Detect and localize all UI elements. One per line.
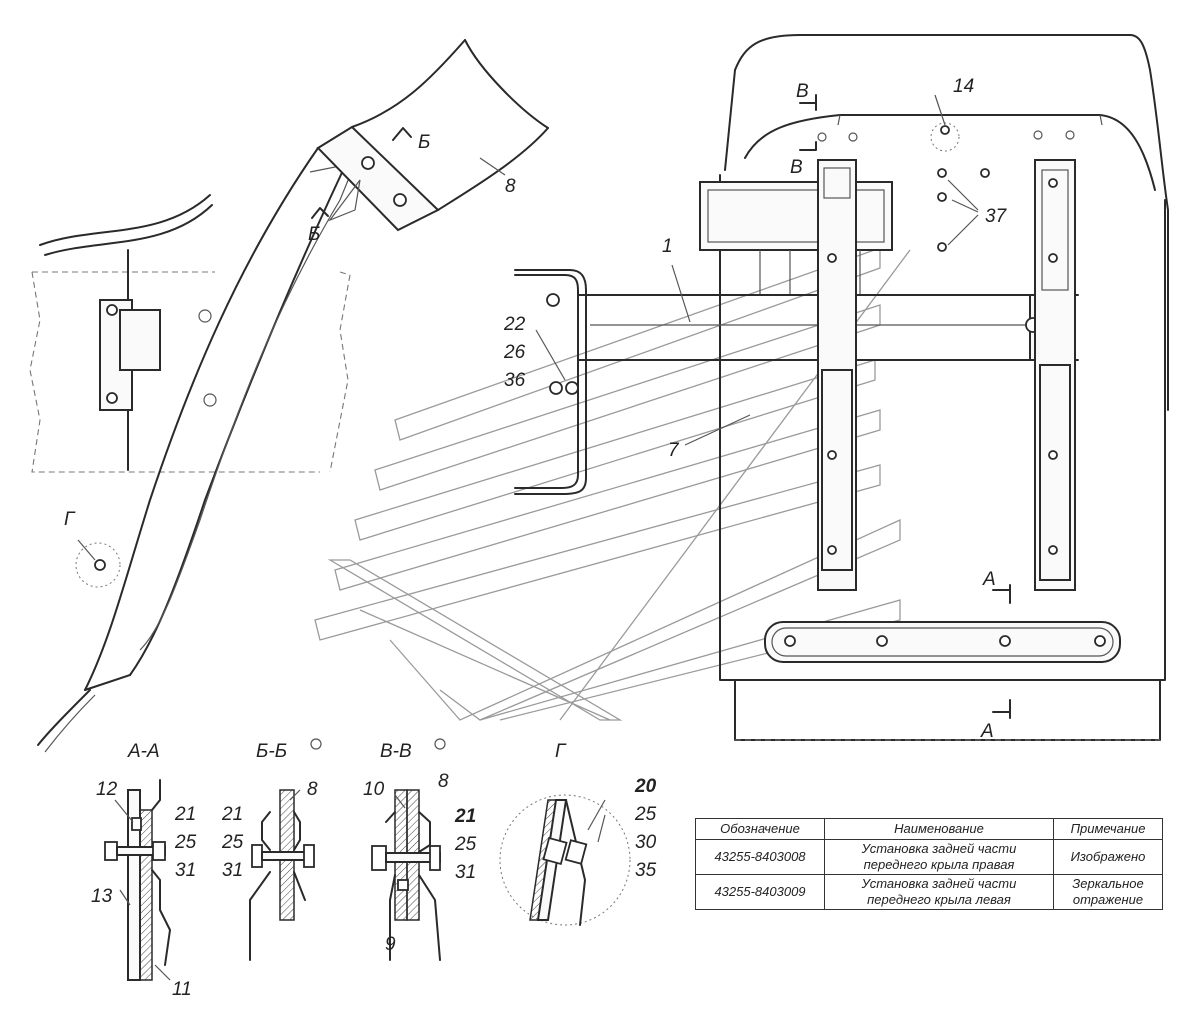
section-a-a [104, 779, 171, 981]
detail-bb-label: 31 [222, 860, 243, 881]
detail-g-label: 30 [635, 832, 657, 853]
detail-aa-label: 25 [174, 832, 197, 853]
callout-1: 1 [662, 236, 673, 257]
table-header-row: Обозначение Наименование Примечание [695, 818, 1163, 840]
view-g-mark: Г [64, 509, 76, 530]
section-a-bottom: А [980, 721, 994, 742]
table-row: 43255-8403009 Установка задней части пер… [695, 874, 1163, 910]
section-b-mid: Б [308, 224, 320, 245]
callout-26: 26 [503, 342, 526, 363]
detail-aa-title: А-А [127, 741, 160, 762]
callout-labels: 8 Б Б Г 1 7 14 37 22 26 36 В В А А А-А 1… [64, 76, 1008, 1000]
detail-aa-label: 12 [96, 779, 118, 800]
detail-aa-label: 31 [175, 860, 196, 881]
section-v-bottom: В [790, 157, 803, 178]
detail-bb-label: 8 [307, 779, 318, 800]
detail-aa-label: 13 [91, 886, 113, 907]
cell-name: Установка задней части переднего крыла л… [824, 874, 1054, 910]
callout-14: 14 [953, 76, 974, 97]
detail-g-title: Г [555, 741, 567, 762]
right-view [479, 34, 1169, 741]
left-view [29, 39, 549, 753]
detail-bb-title: Б-Б [256, 741, 287, 762]
detail-aa-label: 21 [174, 804, 196, 825]
callout-22: 22 [503, 314, 526, 335]
callout-37: 37 [985, 206, 1008, 227]
view-g [499, 794, 631, 926]
callout-7: 7 [668, 440, 680, 461]
detail-vv-title: В-В [380, 741, 412, 762]
callout-8: 8 [505, 176, 516, 197]
cell-code: 43255-8403009 [695, 874, 825, 910]
detail-aa-label: 11 [172, 979, 192, 1000]
section-b-top: Б [418, 132, 430, 153]
specification-table: Обозначение Наименование Примечание 4325… [695, 818, 1163, 910]
column-header-note: Примечание [1053, 818, 1163, 840]
detail-vv-label: 21 [454, 806, 476, 827]
detail-vv-label: 8 [438, 771, 449, 792]
detail-g-label: 25 [634, 804, 657, 825]
detail-vv-label: 25 [454, 834, 477, 855]
detail-vv-label: 9 [385, 934, 396, 955]
column-header-name: Наименование [824, 818, 1054, 840]
table-row: 43255-8403008 Установка задней части пер… [695, 839, 1163, 875]
detail-vv-label: 10 [363, 779, 385, 800]
column-header-code: Обозначение [695, 818, 825, 840]
detail-g-label: 35 [635, 860, 657, 881]
section-b-b [249, 738, 322, 961]
section-v-v [371, 738, 446, 961]
callout-36: 36 [504, 370, 526, 391]
detail-bb-label: 25 [221, 832, 244, 853]
detail-vv-label: 31 [455, 862, 476, 883]
cell-code: 43255-8403008 [695, 839, 825, 875]
section-a-top: А [982, 569, 996, 590]
detail-bb-label: 21 [221, 804, 243, 825]
cell-name: Установка задней части переднего крыла п… [824, 839, 1054, 875]
cell-note: Зеркальное отражение [1053, 874, 1163, 910]
detail-g-label: 20 [634, 776, 657, 797]
cell-note: Изображено [1053, 839, 1163, 875]
section-v-top: В [796, 81, 809, 102]
